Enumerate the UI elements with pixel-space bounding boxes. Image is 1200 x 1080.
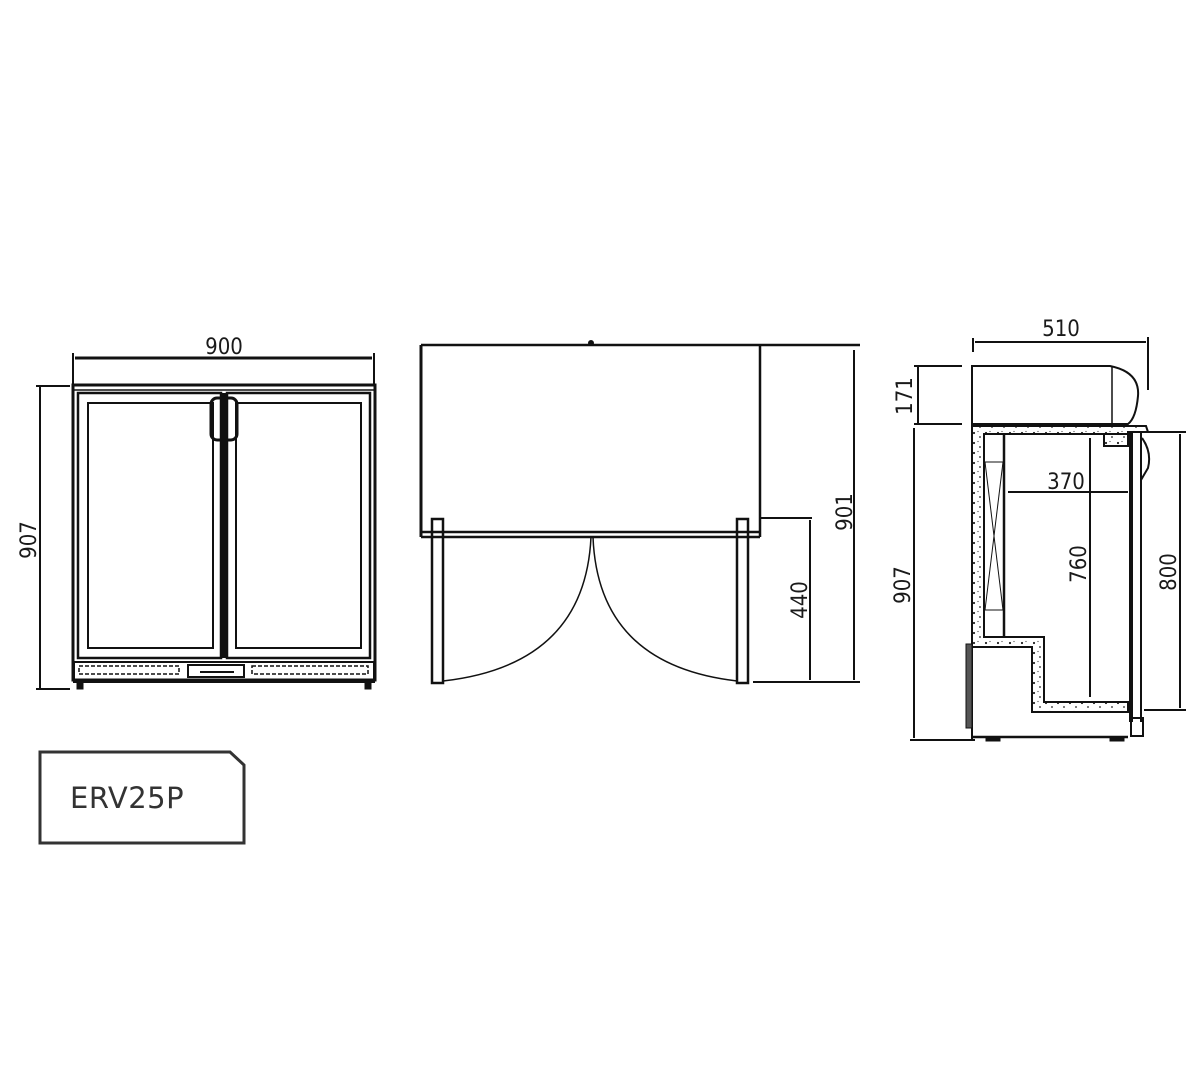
interior-height-label: 760	[1067, 545, 1092, 583]
side-view	[910, 337, 1186, 742]
total-depth-open-label: 901	[833, 493, 858, 531]
side-depth-label: 510	[1042, 317, 1080, 342]
right-door-swing-arc	[592, 536, 738, 682]
front-height-label: 907	[17, 521, 42, 559]
door-swing-depth-label: 440	[788, 581, 813, 619]
right-door-open	[735, 517, 750, 685]
door-height-label: 800	[1157, 553, 1182, 591]
top-view	[419, 340, 860, 685]
interior-depth-label: 370	[1047, 470, 1085, 495]
side-depth-dimension	[972, 337, 1149, 390]
front-width-label: 900	[205, 335, 243, 360]
front-view	[36, 353, 377, 690]
top-unit-height-label: 171	[893, 377, 918, 415]
front-width-dimension	[72, 353, 375, 385]
side-height-label: 907	[891, 566, 916, 604]
door-handle	[209, 396, 239, 442]
model-label: ERV25P	[70, 781, 185, 815]
front-height-dimension	[36, 385, 70, 690]
model-label-box	[38, 750, 246, 845]
left-door-swing-arc	[442, 536, 592, 682]
left-door-open	[430, 517, 445, 685]
bottom-grille	[73, 661, 375, 690]
